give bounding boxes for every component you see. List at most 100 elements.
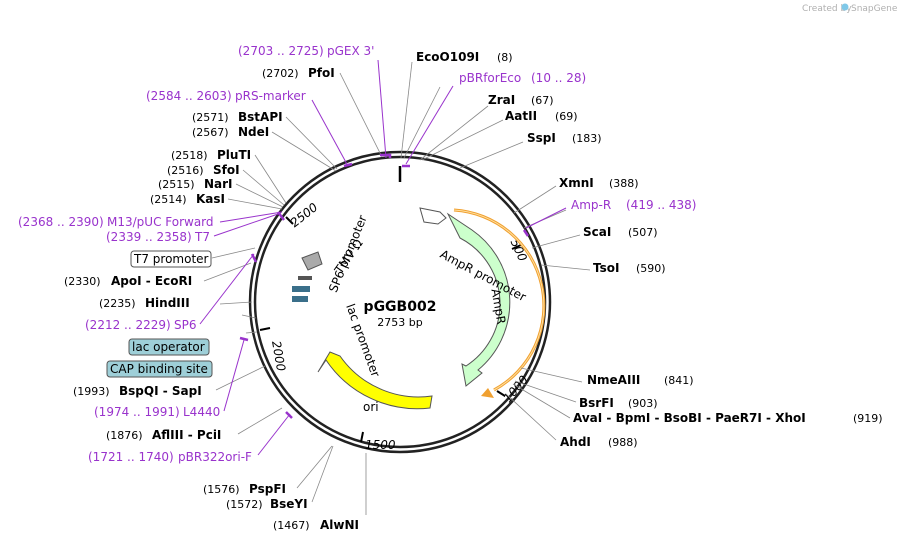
enzyme-sfoi[interactable]: (2516) SfoI [167,163,240,177]
tick-1500-label: 1500 [365,438,396,452]
enzyme-pos: (2702) [262,67,299,80]
enzyme-pos: (2516) [167,164,204,177]
feature-cap-binding-site[interactable]: CAP binding site [106,360,213,378]
connector-t7-promoter [211,247,256,259]
enzyme-name: SfoI [213,163,240,177]
primer-sp6[interactable]: (2212 .. 2229) SP6 [85,318,197,332]
enzyme-bstapi[interactable]: (2571) BstAPI [192,110,283,124]
enzyme-name: AflIII - PciI [152,428,221,442]
enzyme-pos: (2567) [192,126,229,139]
enzyme-name: NmeAIII [587,373,640,387]
primer-prs-marker[interactable]: (2584 .. 2603) pRS-marker [146,89,306,103]
enzyme-pos: (69) [555,110,578,123]
primer-pgex3-mark [380,153,392,158]
primer-m13-connector [219,211,283,223]
enzyme-nari[interactable]: (2515) NarI [158,177,233,191]
tick-1000-mark [496,390,506,397]
connector-nmeaiii [520,367,583,383]
enzyme-xmni[interactable]: XmnI (388) [559,176,639,190]
enzyme-name: PluTI [217,148,251,162]
enzyme-bsrfi[interactable]: BsrFI (903) [579,396,658,410]
snapgene-logo-icon [841,3,849,11]
primer-l4440-mark [239,336,249,342]
ampr-promoter-arrow [419,207,447,225]
lac-operator-box [128,338,210,356]
enzyme-hindiii[interactable]: (2235) HindIII [99,296,190,310]
primer-range: (419 .. 438) [626,198,696,212]
primer-amp-r[interactable]: Amp-R (419 .. 438) [571,198,696,212]
enzyme-name: AhdI [560,435,591,449]
connector-afliii [237,407,283,435]
feature-ori[interactable]: ori [317,351,433,414]
enzyme-pos: (903) [628,397,658,410]
connector-lac-operator [241,314,257,319]
enzyme-tsoi[interactable]: TsoI (590) [593,261,666,275]
enzyme-pos: (1467) [273,519,310,532]
primer-range: (2584 .. 2603) [146,89,232,103]
feature-t7-promoter[interactable]: T7 promoter [130,250,212,268]
enzyme-ndei[interactable]: (2567) NdeI [192,125,269,139]
ampr-orange-arc-inner [453,209,545,391]
connector-tsoi [540,264,591,271]
primer-range: (2368 .. 2390) [18,215,104,229]
enzyme-pos: (2518) [171,149,208,162]
enzyme-apoi-group[interactable]: (2330) ApoI - EcoRI [64,274,192,288]
primer-pbrforeco[interactable]: pBRforEco (10 .. 28) [459,71,586,85]
primer-pgex3-connector [377,59,387,159]
enzyme-bspqi-group[interactable]: (1993) BspQI - SapI [73,384,202,398]
primer-m13-puc-forward[interactable]: (2368 .. 2390) M13/pUC Forward [18,215,214,229]
tick-2000-mark [259,327,271,331]
enzyme-bseyi[interactable]: (1572) BseYI [226,497,308,511]
enzyme-name: BspQI - SapI [119,384,202,398]
enzyme-pos: (1572) [226,498,263,511]
enzyme-afliii-group[interactable]: (1876) AflIII - PciI [106,428,221,442]
primer-range: (2703 .. 2725) [238,44,324,58]
ori-label: ori [363,400,379,414]
primer-t7[interactable]: (2339 .. 2358) T7 [106,230,210,244]
enzyme-sspi[interactable]: SspI (183) [527,131,602,145]
connector-avai [512,383,571,419]
primer-name: L4440 [183,405,220,419]
enzyme-ecoo109i[interactable]: EcoO109I (8) [416,50,513,64]
lac-promoter-mark-2 [292,296,308,302]
enzyme-aatii[interactable]: AatII (69) [505,109,578,123]
tick-1500-mark [360,431,364,443]
enzyme-ahdi[interactable]: AhdI (988) [560,435,638,449]
connector-kasi [227,198,283,210]
enzyme-name: AlwNI [320,518,359,532]
primer-pbr322ori-mark [285,411,293,419]
connector-ndei [271,131,337,172]
enzyme-pos: (919) [853,412,883,425]
connector-ahdi [505,393,557,441]
enzyme-pspfi[interactable]: (1576) PspFI [203,482,286,496]
connector-zrai [419,105,489,161]
connector-pbrforeco [403,86,441,159]
enzyme-alwni[interactable]: (1467) AlwNI [273,518,359,532]
primer-range: (10 .. 28) [531,71,586,85]
enzyme-avai-group[interactable]: AvaI - BpmI - BsoBI - PaeR7I - XhoI (919… [573,411,883,425]
enzyme-kasi[interactable]: (2514) KasI [150,192,225,206]
primer-prs-marker-connector [311,99,349,167]
primer-labels: (2703 .. 2725) pGEX 3' pBRforEco (10 .. … [18,44,696,464]
enzyme-scai[interactable]: ScaI (507) [583,225,658,239]
primer-amp-r-mark [522,229,530,237]
feature-lac-operator[interactable]: lac operator [128,338,210,356]
enzyme-pos: (67) [531,94,554,107]
enzyme-pos: (1876) [106,429,143,442]
enzyme-name: ZraI [488,93,515,107]
feature-ampr[interactable]: AmpR promoter AmpR [419,207,546,398]
primer-pgex3[interactable]: (2703 .. 2725) pGEX 3' [238,44,374,58]
enzyme-pluti[interactable]: (2518) PluTI [171,148,251,162]
enzyme-pos: (2235) [99,297,136,310]
lac-operator-label: lac operator [132,340,205,354]
enzyme-pfoi[interactable]: (2702) PfoI [262,66,335,80]
primer-pbr322ori-f[interactable]: (1721 .. 1740) pBR322ori-F [88,450,252,464]
primer-name: T7 [194,230,210,244]
primer-l4440[interactable]: (1974 .. 1991) L4440 [94,405,220,419]
enzyme-nmeaiii[interactable]: NmeAIII (841) [587,373,694,387]
enzyme-zrai[interactable]: ZraI (67) [488,93,554,107]
enzyme-name: SspI [527,131,556,145]
enzyme-name: ApoI - EcoRI [111,274,192,288]
connector-cap-binding-site [245,331,258,334]
connector-pspfi [296,445,333,489]
